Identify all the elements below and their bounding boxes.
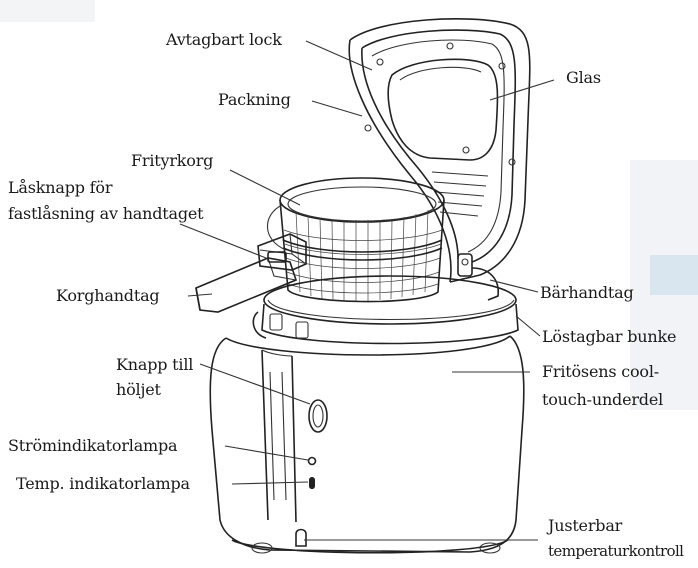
label-cool-touch-line2: touch-underdel	[542, 390, 663, 410]
label-fryer-basket: Frityrkorg	[131, 151, 213, 171]
label-removable-lid: Avtagbart lock	[166, 30, 282, 50]
label-carry-handle: Bärhandtag	[540, 283, 634, 303]
label-temp-control-line2: temperaturkontroll	[548, 541, 683, 561]
label-temp-control-line1: Justerbar	[548, 516, 622, 536]
label-gasket: Packning	[218, 90, 291, 110]
label-cover-button-line2: höljet	[116, 380, 161, 400]
label-cool-touch-line1: Fritösens cool-	[542, 362, 659, 382]
label-basket-handle: Korghandtag	[56, 286, 159, 306]
label-temp-indicator-lamp: Temp. indikatorlampa	[16, 474, 190, 494]
fryer-basket-drawing	[267, 178, 444, 302]
label-power-indicator-lamp: Strömindikatorlampa	[8, 436, 177, 456]
label-cover-button-line1: Knapp till	[116, 355, 193, 375]
label-lock-button-line1: Låsknapp för	[8, 178, 112, 198]
label-lock-button-line2: fastlåsning av handtaget	[8, 204, 203, 224]
label-removable-bowl: Löstagbar bunke	[542, 327, 676, 347]
label-glass: Glas	[566, 68, 601, 88]
fryer-body-drawing	[210, 268, 524, 553]
removable-lid-drawing	[349, 19, 530, 282]
